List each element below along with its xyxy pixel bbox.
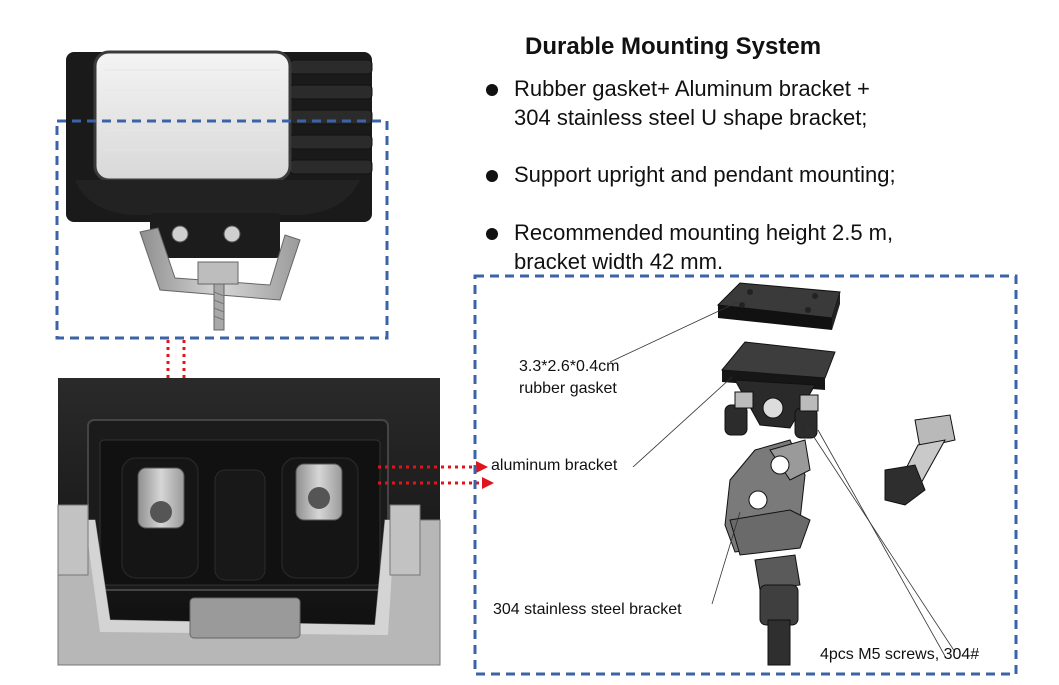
feature-line: Recommended mounting height 2.5 m, <box>514 220 894 245</box>
rubber-gasket-part <box>716 282 841 330</box>
bullet-dot-icon <box>486 170 498 182</box>
feature-line: 304 stainless steel U shape bracket; <box>514 105 868 130</box>
arrow-right-icon <box>378 465 484 485</box>
aluminum-bracket-callout: aluminum bracket <box>491 457 618 474</box>
steel-bracket-callout: 304 stainless steel bracket <box>493 601 682 618</box>
bullet-dot-icon <box>486 228 498 240</box>
gasket-callout-label: rubber gasket <box>519 380 617 397</box>
work-light-photo <box>66 50 373 331</box>
feature-line: Rubber gasket+ Aluminum bracket + <box>514 76 870 101</box>
carriage-bolt-part <box>754 554 801 666</box>
aluminum-bracket-part <box>721 341 836 439</box>
section-title: Durable Mounting System <box>525 33 822 60</box>
exploded-diagram-frame <box>473 274 1018 676</box>
bullet-dot-icon <box>486 84 498 96</box>
hex-bolt-part <box>884 414 956 506</box>
arrow-down-icon <box>166 340 186 396</box>
screws-callout: 4pcs M5 screws, 304# <box>820 646 980 663</box>
leader-lines <box>609 301 956 657</box>
bracket-closeup-photo <box>57 378 441 666</box>
steel-bracket-part <box>724 439 811 556</box>
detail-frame-top <box>55 119 389 340</box>
feature-line: bracket width 42 mm. <box>514 249 724 274</box>
feature-line: Support upright and pendant mounting; <box>514 162 896 187</box>
gasket-callout-size: 3.3*2.6*0.4cm <box>519 358 620 375</box>
